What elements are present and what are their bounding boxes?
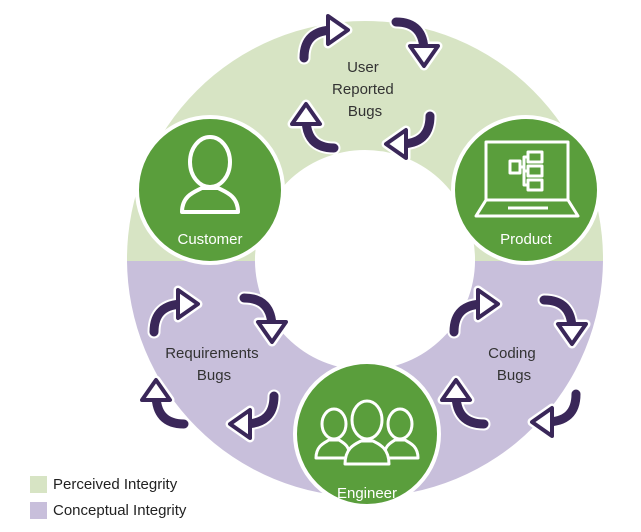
group-icon	[314, 399, 420, 466]
person-icon	[180, 135, 240, 214]
customer-label: Customer	[177, 231, 242, 248]
legend-item-conceptual: Conceptual Integrity	[30, 502, 186, 519]
legend-label-conceptual: Conceptual Integrity	[53, 502, 187, 519]
laptop-icon	[474, 140, 580, 218]
legend-item-perceived: Perceived Integrity	[30, 476, 177, 493]
product-node: Product	[451, 115, 601, 265]
legend-swatch-conceptual	[30, 502, 47, 519]
legend-swatch-perceived	[30, 476, 47, 493]
customer-node: Customer	[135, 115, 285, 265]
coding-bugs-label: Coding Bugs	[488, 345, 540, 384]
engineer-label: Engineer	[337, 485, 397, 502]
requirements-bugs-label: Requirements Bugs	[165, 345, 263, 384]
product-label: Product	[500, 231, 553, 248]
user-bugs-label: User Reported Bugs	[332, 59, 398, 120]
legend-label-perceived: Perceived Integrity	[53, 476, 178, 493]
engineer-node: Engineer	[293, 360, 441, 508]
